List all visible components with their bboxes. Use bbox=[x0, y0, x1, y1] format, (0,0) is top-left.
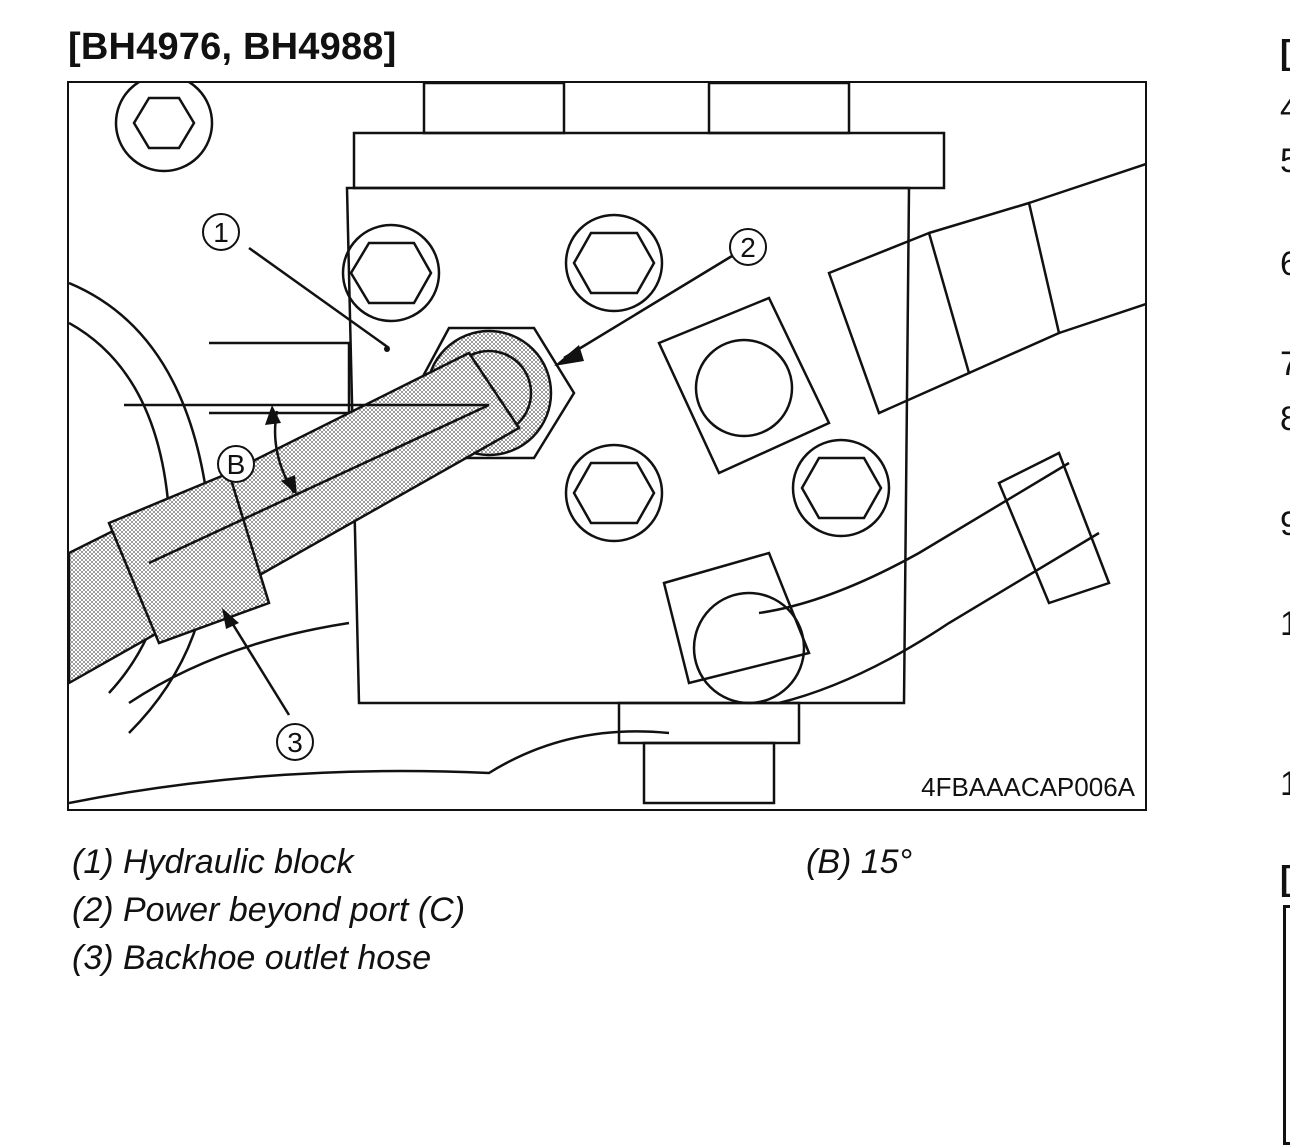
hydraulic-block bbox=[345, 186, 911, 705]
edge-fragment: 1 bbox=[1280, 605, 1290, 643]
edge-fragment: 6 bbox=[1280, 245, 1290, 283]
edge-table-border bbox=[1283, 905, 1290, 1145]
edge-fragment: 8 bbox=[1280, 400, 1290, 438]
edge-fragment: [ bbox=[1280, 860, 1290, 899]
legend-angle-note: (B) 15° bbox=[806, 843, 913, 881]
hex-bolt bbox=[132, 96, 196, 150]
callout-2: 2 bbox=[729, 228, 767, 266]
edge-fragment: 1 bbox=[1280, 765, 1290, 803]
callout-1: 1 bbox=[202, 213, 240, 251]
figure-code: 4FBAAACAP006A bbox=[921, 772, 1135, 802]
edge-fragment: 7 bbox=[1280, 345, 1290, 383]
section-title: [BH4976, BH4988] bbox=[68, 26, 397, 68]
legend-item: (3) Backhoe outlet hose bbox=[72, 939, 432, 977]
legend-item: (1) Hydraulic block bbox=[72, 843, 354, 881]
edge-fragment: 4 bbox=[1280, 90, 1290, 128]
bolt-flange-left bbox=[114, 83, 214, 173]
edge-fragment: 9 bbox=[1280, 505, 1290, 543]
callout-angle-b: B bbox=[217, 445, 255, 483]
figure-legend: (1) Hydraulic block (2) Power beyond por… bbox=[72, 838, 465, 982]
callout-3: 3 bbox=[276, 723, 314, 761]
legend-item: (2) Power beyond port (C) bbox=[72, 891, 466, 929]
hydraulic-block-illustration: 1 2 3 B 4FBAAACAP006A bbox=[67, 81, 1147, 811]
edge-fragment: [ bbox=[1280, 34, 1290, 73]
edge-fragment: 5 bbox=[1280, 142, 1290, 180]
illustration-drawing bbox=[69, 83, 1145, 805]
